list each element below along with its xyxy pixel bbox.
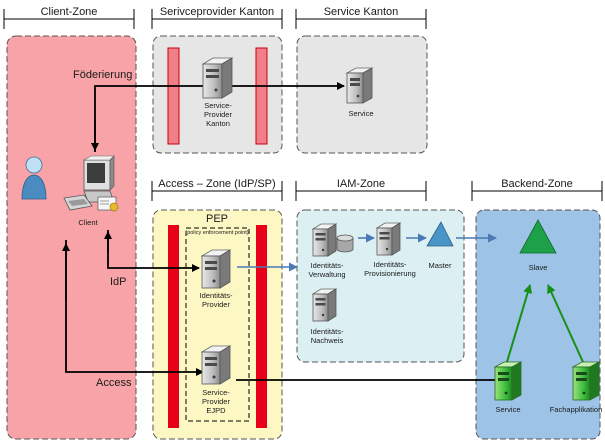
master-triangle-icon [426, 221, 454, 247]
zone-header-iam: IAM-Zone [295, 176, 427, 201]
zone-header-client: Client-Zone [3, 4, 135, 29]
backend-service-label: Service [495, 405, 520, 414]
sp-kanton-label-3: Kanton [206, 119, 230, 128]
access-label: Access [96, 377, 132, 389]
master-label: Master [429, 261, 452, 270]
server-icon [493, 361, 523, 401]
sp-ejpd-label-1: Service- [202, 388, 230, 397]
idp-label: IdP [110, 276, 127, 288]
service-kanton-label: Service [348, 109, 373, 118]
pep-label: PEP [206, 213, 228, 225]
id-nachweis-label-1: Identitäts- [311, 327, 344, 336]
zone-header-backend: Backend-Zone [471, 176, 603, 201]
firewall-access-left [168, 225, 179, 428]
server-icon [200, 249, 232, 289]
zone-title-iam: IAM-Zone [337, 178, 385, 190]
service-to-slave-connector [506, 284, 533, 363]
sp-kanton-label-2: Provider [204, 110, 232, 119]
zone-title-backend: Backend-Zone [501, 178, 573, 190]
idp-node-label-2: Provider [202, 300, 230, 309]
firewall-sp-kanton-right [255, 47, 268, 145]
fachapplikation-to-slave-connector [547, 284, 584, 363]
client-label: Client [78, 218, 98, 227]
idp-node-label-1: Identitäts- [200, 291, 233, 300]
zone-header-service-kanton: Service Kanton [295, 4, 427, 29]
client-zone-box [6, 35, 137, 440]
firewall-access-right [256, 225, 267, 428]
zone-header-sp-kanton: Serivceprovider Kanton [151, 4, 283, 29]
server-icon [311, 288, 338, 322]
firewall-sp-kanton-left [167, 47, 180, 145]
slave-triangle-icon [519, 219, 557, 254]
server-icon [571, 361, 601, 401]
server-icon [200, 345, 232, 385]
certificate-icon [97, 196, 119, 212]
id-nachweis-label-2: Nachweis [311, 336, 344, 345]
pep-sublabel: (policy enforcement point) [185, 230, 248, 236]
server-icon [201, 57, 234, 99]
id-provisionierung-label-2: Provisionierung [364, 269, 416, 278]
zone-header-access: Access – Zone (IdP/SP) [151, 176, 283, 201]
zone-title-service-kanton: Service Kanton [324, 6, 399, 18]
server-icon [375, 222, 402, 256]
user-icon [21, 156, 47, 200]
id-verwaltung-label-2: Verwaltung [308, 270, 345, 279]
zone-title-client: Client-Zone [41, 6, 98, 18]
sp-kanton-label-1: Service- [204, 101, 232, 110]
slave-label: Slave [529, 263, 548, 272]
database-icon [336, 234, 354, 253]
id-verwaltung-label-1: Identitäts- [311, 261, 344, 270]
server-icon [311, 223, 338, 257]
zone-title-sp-kanton: Serivceprovider Kanton [160, 6, 274, 18]
sp-ejpd-label-2: Provider [202, 397, 230, 406]
id-provisionierung-label-1: Identitäts- [374, 260, 407, 269]
fachapplikation-label: Fachapplikation [550, 405, 603, 414]
foederierung-label: Föderierung [73, 69, 132, 81]
sp-ejpd-label-3: EJPD [206, 406, 226, 415]
zone-title-access: Access – Zone (IdP/SP) [158, 178, 275, 190]
server-icon [345, 67, 374, 104]
